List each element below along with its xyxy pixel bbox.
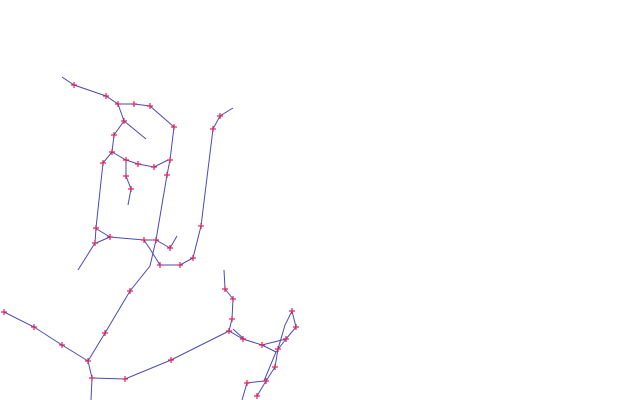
network-edge	[232, 328, 245, 340]
cross-marker-icon[interactable]	[217, 113, 223, 119]
cross-marker-icon[interactable]	[31, 324, 37, 330]
cross-marker-icon[interactable]	[229, 316, 235, 322]
cross-marker-icon[interactable]	[259, 342, 265, 348]
cross-marker-icon[interactable]	[168, 357, 174, 363]
cross-marker-icon[interactable]	[272, 364, 278, 370]
cross-marker-icon[interactable]	[283, 336, 289, 342]
cross-marker-icon[interactable]	[147, 103, 153, 109]
edge-layer	[3, 76, 297, 400]
network-edge	[111, 151, 169, 168]
cross-marker-icon[interactable]	[135, 161, 141, 167]
cross-marker-icon[interactable]	[71, 82, 77, 88]
network-edge	[95, 236, 111, 244]
cross-marker-icon[interactable]	[157, 262, 163, 268]
cross-marker-icon[interactable]	[226, 328, 232, 334]
cross-marker-icon[interactable]	[167, 157, 173, 163]
cross-marker-icon[interactable]	[102, 330, 108, 336]
network-edge	[143, 107, 234, 266]
cross-marker-icon[interactable]	[289, 308, 295, 314]
cross-marker-icon[interactable]	[263, 378, 269, 384]
cross-marker-icon[interactable]	[177, 262, 183, 268]
network-edge	[3, 311, 89, 362]
cross-marker-icon[interactable]	[164, 172, 170, 178]
network-edge	[94, 227, 178, 249]
cross-marker-icon[interactable]	[128, 186, 134, 192]
cross-marker-icon[interactable]	[100, 160, 106, 166]
cross-marker-icon[interactable]	[111, 132, 117, 138]
cross-marker-icon[interactable]	[254, 393, 260, 399]
cross-marker-icon[interactable]	[275, 346, 281, 352]
cross-marker-icon[interactable]	[198, 223, 204, 229]
cross-marker-icon[interactable]	[85, 358, 91, 364]
cross-marker-icon[interactable]	[222, 286, 228, 292]
network-edge	[77, 120, 125, 271]
cross-marker-icon[interactable]	[127, 288, 133, 294]
cross-marker-icon[interactable]	[244, 380, 250, 386]
node-layer	[1, 82, 299, 399]
cross-marker-icon[interactable]	[1, 309, 7, 315]
cross-marker-icon[interactable]	[107, 234, 113, 240]
cross-marker-icon[interactable]	[89, 375, 95, 381]
cross-marker-icon[interactable]	[103, 93, 109, 99]
cross-marker-icon[interactable]	[121, 118, 127, 124]
cross-marker-icon[interactable]	[131, 101, 137, 107]
cross-marker-icon[interactable]	[240, 336, 246, 342]
cross-marker-icon[interactable]	[293, 324, 299, 330]
cross-marker-icon[interactable]	[141, 237, 147, 243]
cross-marker-icon[interactable]	[123, 157, 129, 163]
cross-marker-icon[interactable]	[153, 237, 159, 243]
cross-marker-icon[interactable]	[122, 376, 128, 382]
cross-marker-icon[interactable]	[115, 101, 121, 107]
cross-marker-icon[interactable]	[190, 255, 196, 261]
cross-marker-icon[interactable]	[109, 149, 115, 155]
network-edge	[87, 126, 175, 400]
cross-marker-icon[interactable]	[92, 240, 98, 246]
network-edge	[125, 160, 132, 206]
cross-marker-icon[interactable]	[171, 124, 177, 130]
cross-marker-icon[interactable]	[210, 126, 216, 132]
cross-marker-icon[interactable]	[123, 173, 129, 179]
cross-marker-icon[interactable]	[151, 164, 157, 170]
cross-marker-icon[interactable]	[167, 245, 173, 251]
cross-marker-icon[interactable]	[59, 342, 65, 348]
cross-marker-icon[interactable]	[93, 225, 99, 231]
cross-marker-icon[interactable]	[230, 296, 236, 302]
